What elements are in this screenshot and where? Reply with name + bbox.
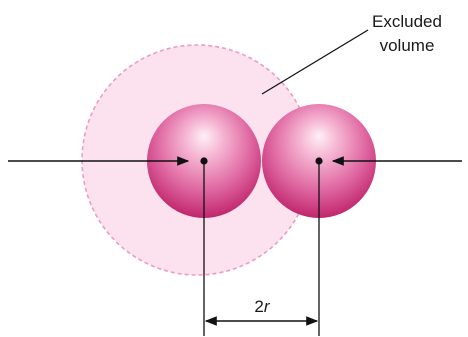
annotation-line-2: volume — [380, 36, 435, 55]
annotation-line-1: Excluded — [372, 12, 442, 31]
annotation-leader-line — [262, 30, 368, 94]
distance-label: 2r — [254, 297, 270, 316]
distance-label-variable: r — [264, 297, 271, 316]
distance-label-number: 2 — [254, 297, 263, 316]
